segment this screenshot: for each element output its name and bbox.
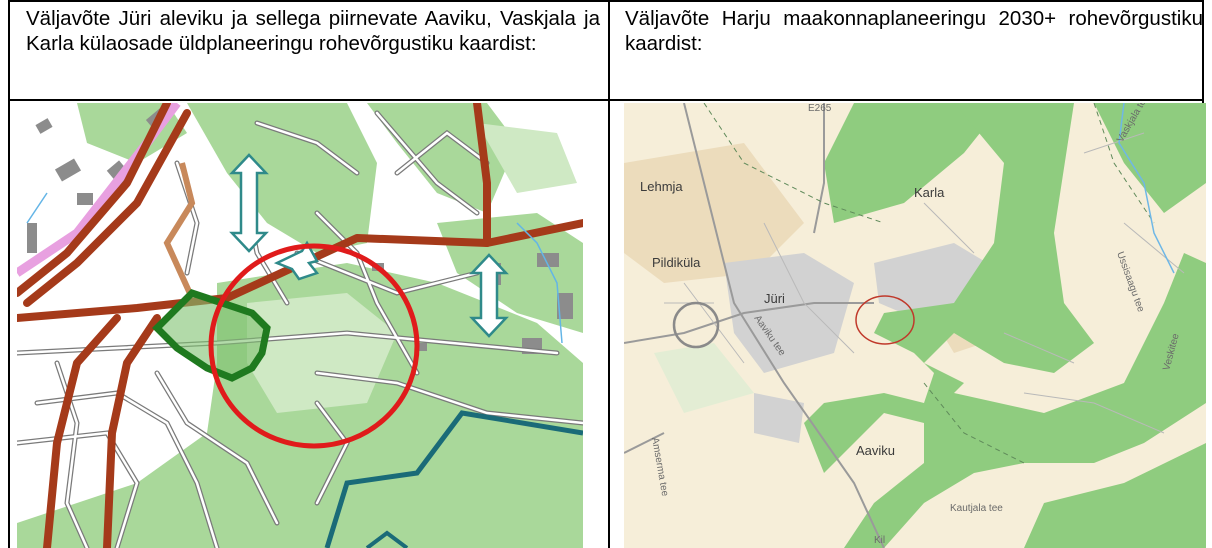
header-row-divider <box>8 99 1204 101</box>
left-green-network-map <box>17 103 583 548</box>
label-pildikula: Pildiküla <box>652 255 701 270</box>
label-karla: Karla <box>914 185 945 200</box>
label-e265: E265 <box>808 103 832 114</box>
planning-boundary <box>324 410 583 548</box>
stream <box>1118 103 1175 274</box>
table-middle-divider <box>608 0 610 548</box>
table-left-border <box>8 0 10 548</box>
pink-boundary-line <box>17 103 181 277</box>
document-table: Väljavõte Jüri aleviku ja sellega piirne… <box>8 0 1204 548</box>
green-corridors <box>804 103 1206 548</box>
table-top-border <box>8 0 1204 2</box>
right-county-map: Lehmja Karla Pildiküla Jüri Aaviku tee A… <box>624 103 1206 548</box>
left-cell-caption: Väljavõte Jüri aleviku ja sellega piirne… <box>26 7 600 55</box>
label-juri: Jüri <box>764 291 785 306</box>
label-kautjala-tee: Kautjala tee <box>950 503 1003 514</box>
label-lehmja: Lehmja <box>640 179 683 194</box>
roundabout <box>672 301 720 349</box>
secondary-road <box>163 162 196 300</box>
highlight-ellipse <box>855 295 915 345</box>
right-cell-caption: Väljavõte Harju maakonnaplaneeringu 2030… <box>625 7 1203 55</box>
highlight-circle <box>208 243 420 449</box>
label-kil: Kil <box>874 535 885 546</box>
label-aaviku: Aaviku <box>856 443 895 458</box>
roads <box>624 103 885 548</box>
